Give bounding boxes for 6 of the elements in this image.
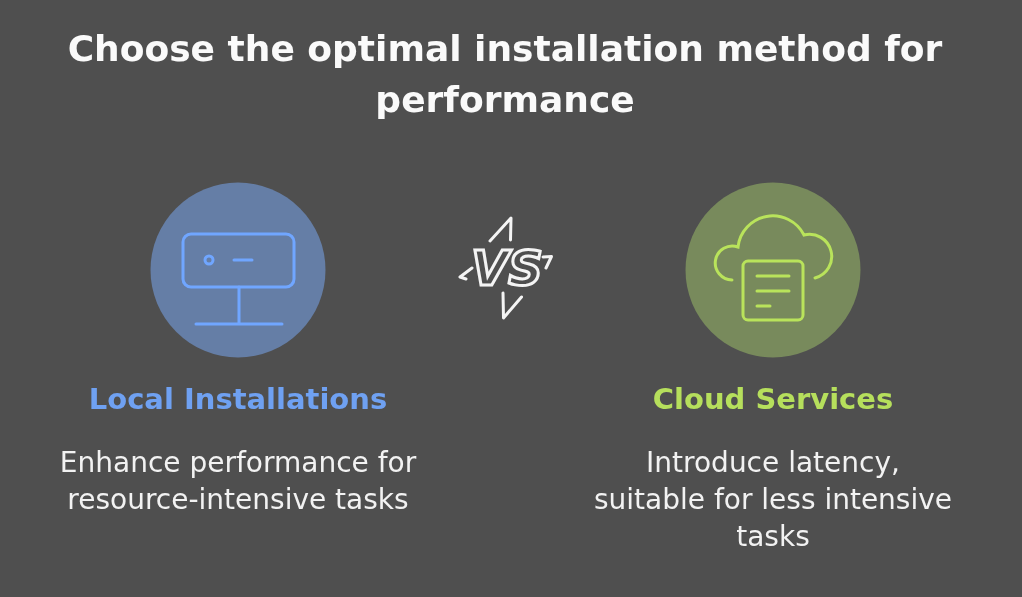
description: Enhance performance for resource-intensive tasks bbox=[58, 445, 418, 518]
heading: Cloud Services bbox=[652, 383, 894, 416]
heading: Local Installations bbox=[88, 383, 388, 416]
title: Choose the optimal installation method for performance bbox=[66, 27, 944, 122]
description: Introduce latency, suitable for less intensive tasks bbox=[592, 445, 954, 555]
versus-label: VS bbox=[470, 244, 544, 292]
